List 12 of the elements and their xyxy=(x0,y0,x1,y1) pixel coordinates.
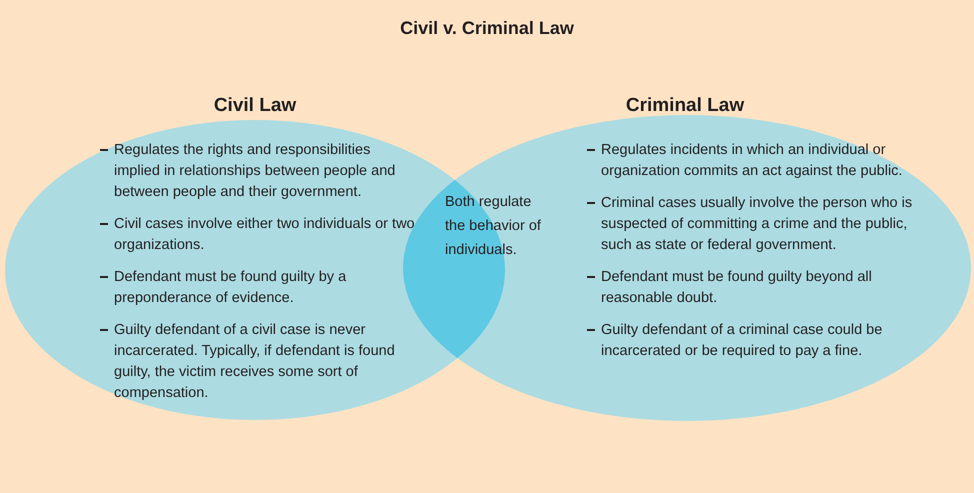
bullet-text: Defendant must be found guilty by a preponderance of evidence. xyxy=(114,269,346,306)
circle-heading: Criminal Law xyxy=(624,95,746,117)
bullet-text: Defendant must be found guilty beyond all reasonable doubt. xyxy=(601,269,872,306)
bullet-text: Regulates the rights and responsibilities implied in relationships between people and between people and their government. xyxy=(114,142,396,200)
circle-heading: Civil Law xyxy=(212,95,298,117)
bullet-text: Civil cases involve either two individuals or two organizations. xyxy=(114,216,415,253)
bullet-text: Guilty defendant of a civil case is never incarcerated. Typically, if defendant is found guilty, the victim receives some sort of compensation. xyxy=(114,322,395,401)
bullet-text: Guilty defendant of a criminal case could be incarcerated or be required to pay a fine. xyxy=(601,322,882,359)
bullet-text: Regulates incidents in which an individual or organization commits an act against the public. xyxy=(601,142,902,179)
overlap-text: Both regulate the behavior of individuals. xyxy=(445,193,542,260)
diagram-title: Civil v. Criminal Law xyxy=(399,18,575,39)
bullet-text: Criminal cases usually involve the person who is suspected of committing a crime and the public, such as state or federal government. xyxy=(601,195,912,253)
